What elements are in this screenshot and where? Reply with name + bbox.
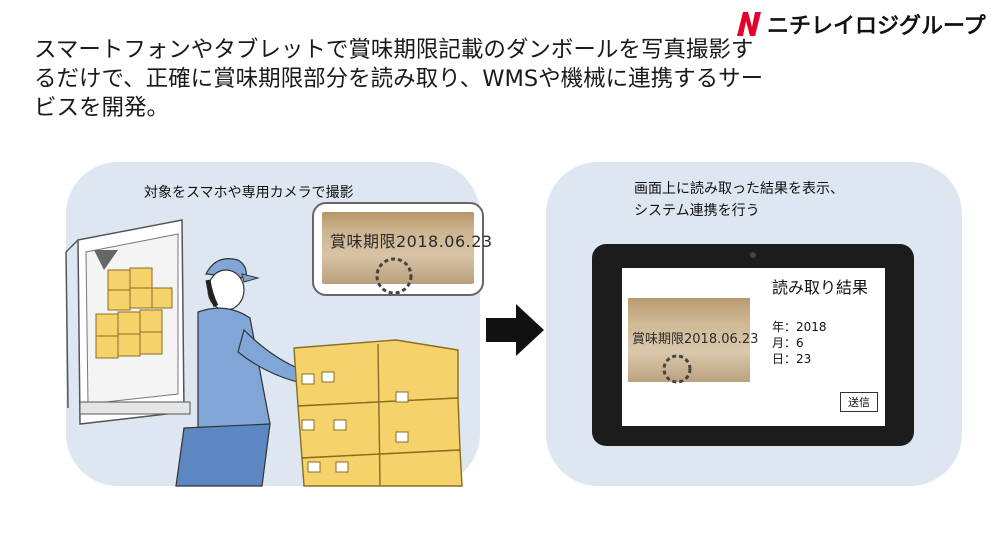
company-logo: ニチレイロジグループ [735, 8, 986, 40]
result-caption-line1: 画面上に読み取った結果を表示、 [634, 181, 844, 197]
result-day: 日：23 [772, 352, 812, 366]
cardboard-boxes-illustration [293, 339, 463, 487]
bubble-photo-label: 賞味期限2018.06.23 [330, 232, 493, 251]
capture-panel: 対象をスマホや専用カメラで撮影 [65, 162, 492, 487]
photo-bubble: 賞味期限2018.06.23 [312, 202, 492, 296]
captured-photo-label: 賞味期限2018.06.23 [632, 332, 759, 347]
seal-icon [375, 257, 413, 295]
result-caption-line2: システム連携を行う [634, 203, 760, 219]
seal-icon [662, 354, 692, 384]
result-year: 年：2018 [772, 320, 827, 334]
result-title: 読み取り結果 [772, 278, 869, 297]
worker-illustration [175, 258, 335, 487]
bubble-tail [94, 250, 118, 270]
capture-caption: 対象をスマホや専用カメラで撮影 [144, 185, 354, 201]
logo-text: ニチレイロジグループ [767, 14, 986, 39]
captured-photo: 賞味期限2018.06.23 [628, 298, 758, 384]
nichirei-n-mark-icon [737, 12, 761, 36]
send-button[interactable]: 送信 [840, 392, 878, 412]
tablet-screen: 賞味期限2018.06.23 読み取り結果 年：2018 月：6 日：23 送信 [622, 268, 885, 426]
bubble-photo: 賞味期限2018.06.23 [322, 212, 492, 295]
warehouse-scene-illustration [65, 219, 463, 487]
right-arrow-icon [486, 304, 544, 356]
truck-illustration [65, 219, 191, 425]
result-month: 月：6 [772, 336, 804, 350]
tablet-device: 賞味期限2018.06.23 読み取り結果 年：2018 月：6 日：23 送信 [592, 244, 914, 446]
result-caption: 画面上に読み取った結果を表示、 システム連携を行う [634, 178, 844, 222]
headline: スマートフォンやタブレットで賞味期限記載のダンボールを写真撮影するだけで、正確に… [34, 37, 764, 121]
result-panel: 画面上に読み取った結果を表示、 システム連携を行う 賞味期限2018.06.23… [546, 162, 962, 486]
camera-icon [750, 252, 756, 258]
